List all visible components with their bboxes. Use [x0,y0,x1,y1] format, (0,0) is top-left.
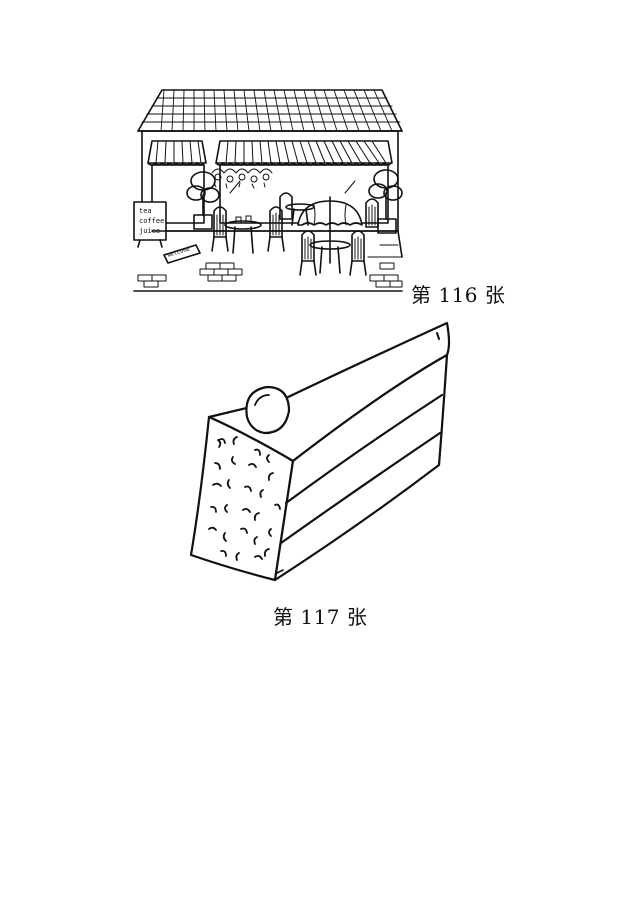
caption-116: 第 116 张 [411,283,506,307]
bricks [138,263,402,287]
awning-right [216,141,392,165]
cake-layer-line [286,395,442,503]
sign-line-1: tea [139,207,152,215]
sign-line-2: coffee [139,217,164,225]
window-left [152,165,204,223]
menu-sign [134,202,166,247]
roof [138,90,402,131]
tables [225,204,350,273]
cake-layer-line [281,433,440,543]
plant-left [187,172,219,229]
chairs [212,193,378,275]
cherry [246,387,289,433]
cafe-illustration: tea coffee juice welcome [130,85,410,300]
sign-line-3: juice [139,227,160,235]
cake-illustration [185,315,455,590]
caption-117: 第 117 张 [273,605,368,629]
cake-side [275,355,447,580]
cup [246,216,251,223]
hanging-flowers [212,169,272,188]
welcome-mat [164,245,200,263]
awning-left [148,141,206,165]
cup [236,217,241,223]
cake-crumbs [209,437,280,560]
